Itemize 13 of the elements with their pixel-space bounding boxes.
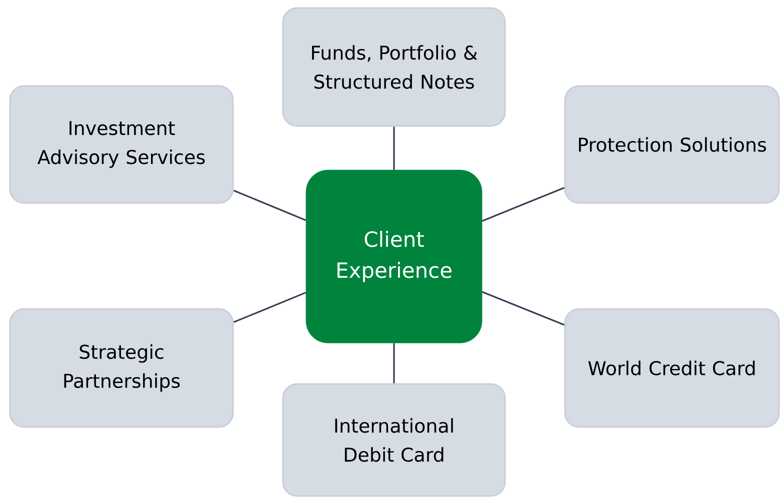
connector-line	[393, 126, 395, 170]
side-box: International Debit Card	[282, 383, 506, 497]
connector-line	[482, 187, 565, 222]
connector-line	[393, 343, 395, 384]
side-box: Strategic Partnerships	[9, 308, 234, 428]
side-box: Investment Advisory Services	[9, 85, 234, 204]
connector-line	[482, 291, 565, 326]
connector-line	[233, 292, 306, 323]
side-box: Funds, Portfolio & Structured Notes	[282, 7, 506, 127]
connector-line	[233, 190, 306, 222]
center-box: Client Experience	[306, 170, 482, 344]
side-box: Protection Solutions	[564, 85, 780, 204]
side-box: World Credit Card	[564, 308, 780, 428]
